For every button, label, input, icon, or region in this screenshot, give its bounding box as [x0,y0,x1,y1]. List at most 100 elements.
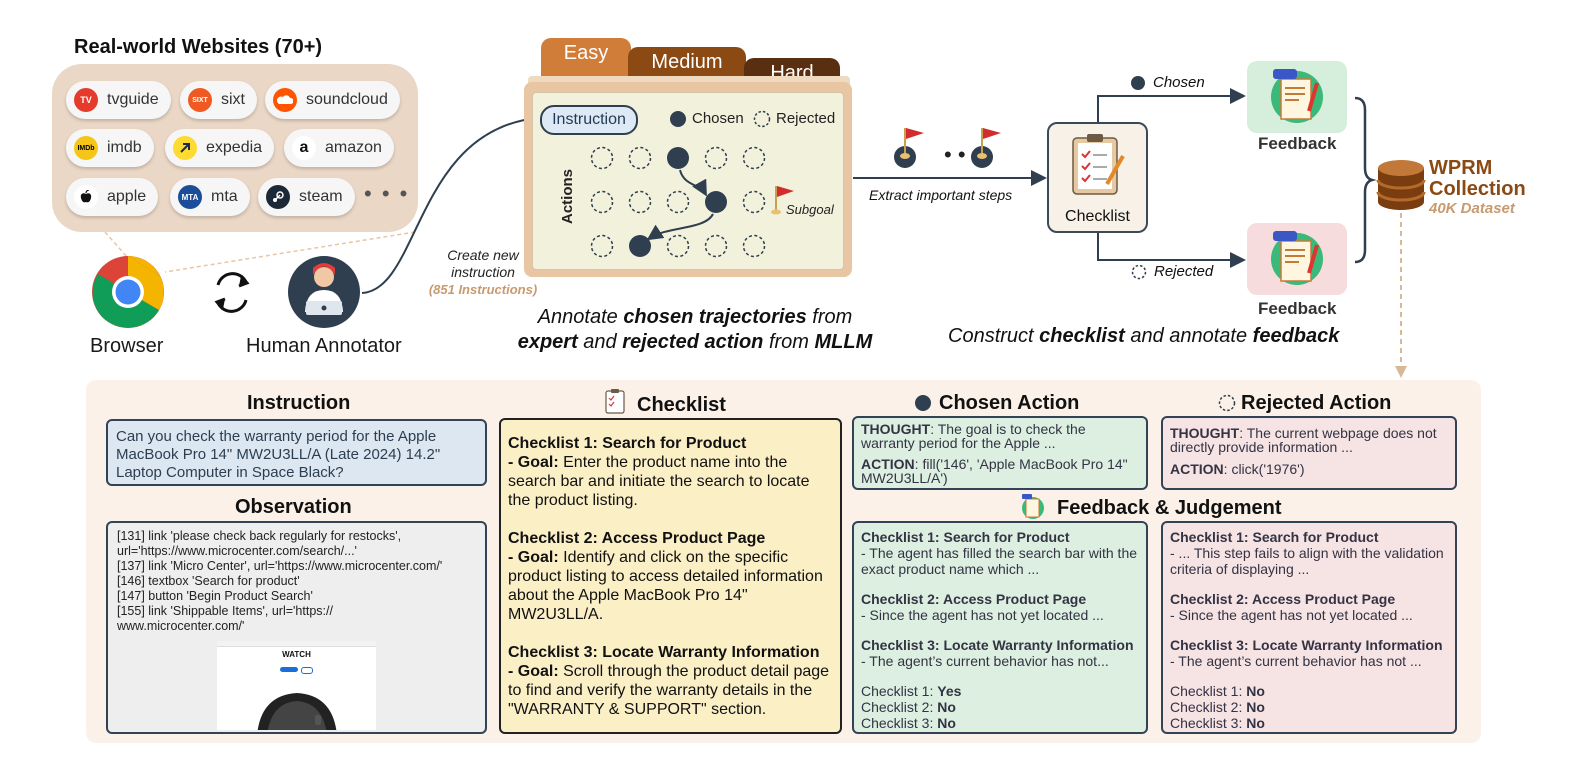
watch-image-icon [257,693,337,730]
screenshot-buttons [217,667,376,674]
checklist-item-title: Checklist 2: Access Product Page [508,530,766,547]
legend-rejected-label: Rejected [776,110,836,127]
checklist-node: Checklist [1047,122,1148,233]
judgement-label: Checklist 3: [861,715,938,731]
chosen-action-dot-icon [915,395,931,411]
extract-label: Extract important steps [869,187,1013,203]
instruction-title: Instruction [247,392,351,414]
wprm-collection-label: WPRM Collection 40K Dataset [1429,158,1526,218]
rejected-feedback-node [1247,223,1347,295]
caption-emph: checklist [1039,325,1125,347]
chosen-feedback-box: Checklist 1: Search for Product - The ag… [852,521,1148,734]
goal-text: Identify and click on the specific produ… [508,549,823,623]
site-label: apple [107,188,147,205]
dataset-arrowhead [1395,366,1407,378]
observation-line: www.microcenter.com/' [117,619,245,633]
chosen-branch-arrow [1097,88,1246,122]
site-pill-apple: apple [66,178,159,216]
judgement-label: Checklist 2: [861,699,938,715]
site-label: sixt [221,91,245,108]
caption-emph: chosen trajectories [623,306,807,328]
websites-panel: TV tvguide SIXT sixt soundcloud IMDb imd… [52,64,418,232]
caption-text: from [806,306,853,328]
caption-text: and annotate [1124,325,1253,347]
thought-label: THOUGHT [861,421,931,437]
judgement-value: No [1246,683,1265,699]
chosen-action-box: THOUGHT: The goal is to check the warran… [852,416,1148,490]
judgement-row: Checklist 1: Yes [861,683,1139,699]
feedback-item: Checklist 1: Search for Product - The ag… [861,529,1139,577]
site-label: amazon [325,139,382,156]
feedback-item-text: - The agent’s current behavior has not..… [861,653,1109,669]
goal-label: - Goal: [508,663,559,680]
checklist-content: Checklist 1: Search for Product - Goal: … [501,420,840,719]
rejected-action-node [590,146,766,258]
rejected-feedback-label: Feedback [1258,299,1337,318]
observation-axtree: [131] link 'please check back regularly … [108,523,485,634]
chosen-feedback-label: Feedback [1258,134,1337,153]
site-label: imdb [107,139,142,156]
chosen-action-content: THOUGHT: The goal is to check the warran… [854,418,1146,485]
step-flag-icon [894,128,924,168]
judgement-row: Checklist 2: No [861,699,1139,715]
site-label: soundcloud [306,91,388,108]
observation-line: [147] button 'Begin Product Search' [117,589,313,603]
feedback-item-text: - Since the agent has not yet located ..… [1170,607,1413,623]
rejected-feedback-box: Checklist 1: Search for Product - ... Th… [1161,521,1457,734]
chosen-feedback-node [1247,61,1347,133]
action-label: ACTION [861,456,915,472]
clipboard-checklist-icon [1072,134,1125,195]
create-instruction-arrow [361,111,542,294]
instruction-count: (851 Instructions) [428,282,538,297]
feedback-item: Checklist 1: Search for Product - ... Th… [1170,529,1448,577]
caption-text: Annotate [537,306,624,328]
steam-logo-icon [266,185,290,209]
trajectory-arrow [646,213,714,241]
judgement-value: No [937,715,956,731]
legend-rejected-dot [753,110,771,128]
chosen-branch-label: Chosen [1153,74,1205,91]
checklist-box: Checklist 1: Search for Product - Goal: … [499,418,842,734]
checklist-item-title: Checklist 3: Locate Warranty Information [508,644,820,661]
collection-line2: Collection [1429,178,1526,200]
feedback-document-icon [1271,231,1323,285]
feedback-item-title: Checklist 3: Locate Warranty Information [1170,637,1443,653]
collection-brace [1354,96,1377,264]
judgement-label: Checklist 1: [861,683,938,699]
checklist-item: Checklist 3: Locate Warranty Information… [508,643,833,719]
websites-title: Real-world Websites (70+) [74,36,323,58]
observation-title: Observation [235,496,352,518]
site-label: mta [211,188,238,205]
amazon-logo-icon: a [292,136,316,160]
subgoal-label: Subgoal [786,202,834,217]
chosen-action-node [705,191,727,213]
chosen-action-title: Chosen Action [939,392,1080,414]
feedback-document-icon [1271,69,1323,123]
caption-emph: expert [517,331,578,353]
goal-text: Scroll through the product detail page t… [508,663,830,718]
site-pill-steam: steam [258,178,355,216]
observation-line: [131] link 'please check back regularly … [117,529,402,543]
feedback-item: Checklist 2: Access Product Page - Since… [1170,591,1448,623]
feedback-item-text: - The agent’s current behavior has not .… [1170,653,1422,669]
observation-line: url='https://www.microcenter.com/search/… [117,544,357,558]
chosen-action-node [667,147,689,169]
feedback-item-title: Checklist 2: Access Product Page [861,591,1087,607]
site-label: steam [299,188,343,205]
instruction-box: Can you check the warranty period for th… [106,419,487,486]
feedback-small-icon [1022,494,1044,519]
step-flag-icon [971,128,1001,168]
goal-text: Enter the product name into the search b… [508,454,810,509]
observation-line: [155] link 'Shippable Items', url='https… [117,604,333,618]
feedback-item: Checklist 3: Locate Warranty Information… [861,637,1139,669]
legend-chosen-dot [670,111,686,127]
database-icon [1376,160,1426,210]
instruction-node: Instruction [540,105,638,135]
action-text: : fill('146', 'Apple MacBook Pro 14" MW2… [861,456,1128,486]
thought-text: : The current webpage does not directly … [1170,425,1437,455]
judgement-list: Checklist 1: No Checklist 2: No Checklis… [1170,683,1448,731]
checklist-item: Checklist 1: Search for Product - Goal: … [508,434,833,510]
chrome-browser-icon [92,256,164,328]
rejected-action-content: THOUGHT: The current webpage does not di… [1163,418,1455,476]
feedback-item-title: Checklist 1: Search for Product [1170,529,1379,545]
